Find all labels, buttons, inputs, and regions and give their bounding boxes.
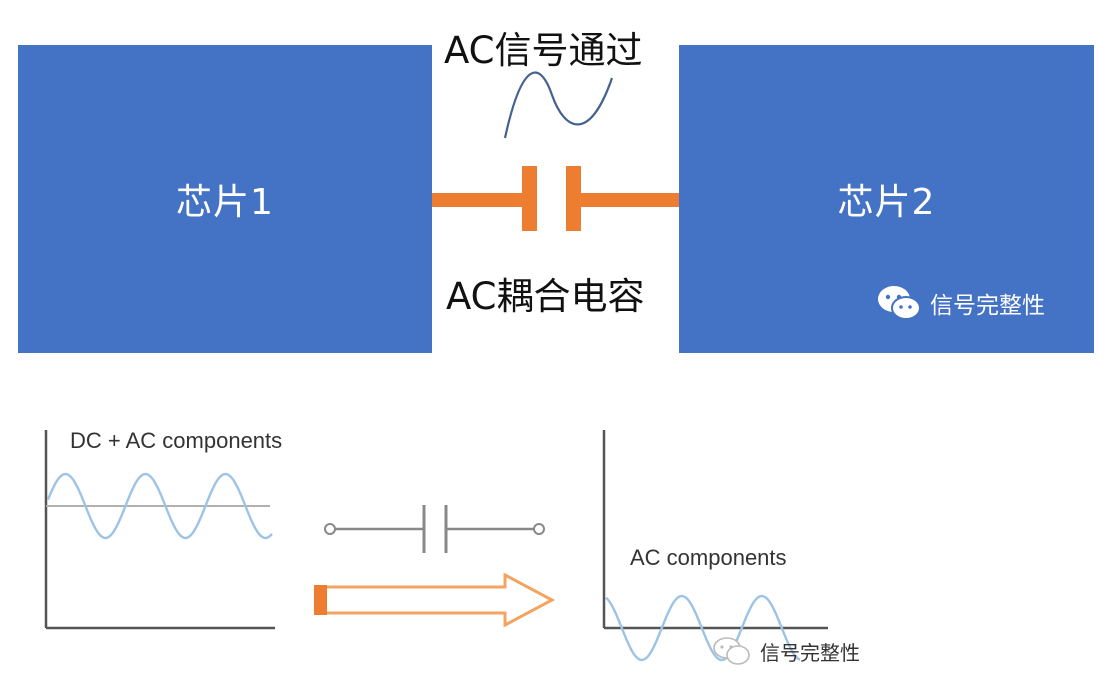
ac-coupling-capacitor-label: AC耦合电容 <box>446 275 645 318</box>
dc-ac-components-label: DC + AC components <box>70 428 283 453</box>
capacitor-plate-left <box>522 166 537 231</box>
chip-2-label: 芯片2 <box>837 182 936 223</box>
coupling-capacitor-symbol <box>432 166 679 231</box>
ac-waveform <box>605 594 801 662</box>
wechat-icon <box>713 637 750 665</box>
chip-1-label: 芯片1 <box>176 182 274 223</box>
capacitor-wire-left <box>432 193 524 207</box>
small-capacitor-symbol <box>324 505 545 553</box>
dc-ac-waveform <box>46 472 273 540</box>
ac-only-chart <box>602 430 828 662</box>
ac-signal-pass-label: AC信号通过 <box>444 29 643 72</box>
watermark-top-text: 信号完整性 <box>930 293 1045 319</box>
chip-1-block: 芯片1 <box>18 45 432 353</box>
watermark-top: 信号完整性 <box>876 284 1045 322</box>
watermark-bottom-text: 信号完整性 <box>760 640 860 665</box>
capacitor-wire-right <box>579 193 679 207</box>
arrow-right-icon <box>314 572 556 628</box>
ac-components-label: AC components <box>630 545 787 570</box>
capacitor-plate-right <box>566 166 581 231</box>
terminal-left <box>324 523 336 535</box>
dc-ac-chart <box>44 430 275 630</box>
ac-sine-wave-icon <box>503 71 614 139</box>
terminal-right <box>533 523 545 535</box>
wechat-icon <box>878 286 921 320</box>
watermark-bottom: 信号完整性 <box>712 636 860 666</box>
